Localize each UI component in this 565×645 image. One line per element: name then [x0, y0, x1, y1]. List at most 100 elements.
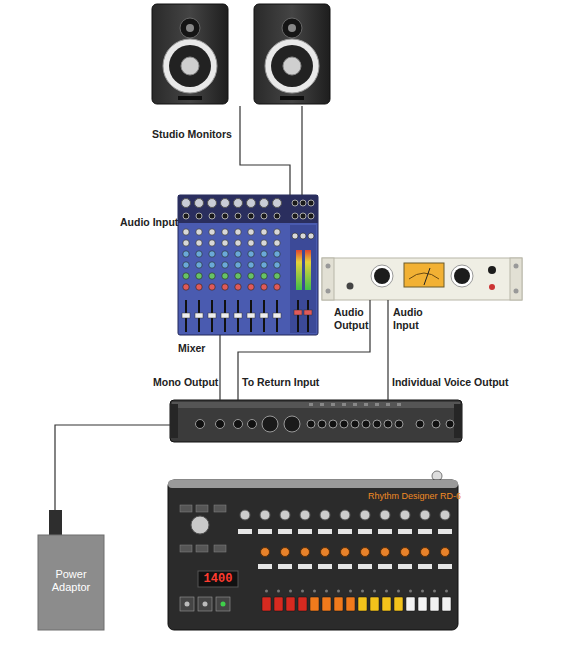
label-plate: [298, 564, 312, 569]
channel-knob: [261, 284, 267, 290]
vu-meter: [404, 263, 444, 287]
label-plate: [438, 564, 452, 569]
channel-knob: [235, 240, 241, 246]
step-led: [397, 590, 400, 593]
fader-cap: [195, 313, 203, 318]
master-knob: [292, 233, 298, 239]
label-plate: [318, 564, 332, 569]
step-button: [370, 597, 379, 611]
channel-knob: [274, 251, 280, 257]
channel-knob: [183, 273, 189, 279]
led-display: [198, 571, 238, 587]
channel-knob: [261, 262, 267, 268]
level-knob: [240, 510, 250, 520]
voice-output-jack: [329, 420, 337, 428]
xlr-input: [273, 199, 282, 208]
channel-knob: [222, 229, 228, 235]
rear-panel-illustration: [170, 400, 462, 442]
label-plate: [258, 564, 272, 569]
level-knob: [340, 510, 350, 520]
channel-knob: [248, 251, 254, 257]
fader-cap: [208, 313, 216, 318]
level-knob: [360, 510, 370, 520]
label-plate: [278, 529, 292, 534]
step-led: [313, 590, 316, 593]
xlr-input: [182, 199, 191, 208]
channel-knob: [274, 262, 280, 268]
master-knob: [300, 233, 306, 239]
device-label: Audio Output: [334, 306, 376, 332]
voice-output-jack: [362, 420, 370, 428]
output-jack: [292, 200, 298, 206]
step-button: [382, 597, 391, 611]
drum-machine-body: [168, 480, 458, 630]
level-knob: [320, 510, 330, 520]
end-cap: [170, 404, 178, 438]
label-plate: [418, 564, 432, 569]
fader-cap: [182, 313, 190, 318]
rack-ear: [510, 258, 522, 300]
label-plate: [418, 529, 432, 534]
fader-slot: [307, 300, 309, 332]
label-plate: [438, 529, 452, 534]
channel-knob: [183, 262, 189, 268]
end-cap: [454, 404, 462, 438]
function-button: [180, 505, 192, 512]
step-led: [265, 590, 268, 593]
tone-knob: [261, 548, 270, 557]
mixer-body: [178, 195, 318, 335]
level-knob: [260, 510, 270, 520]
step-led: [421, 590, 424, 593]
tone-knob: [401, 548, 410, 557]
voice-output-jack: [373, 420, 381, 428]
output-jack: [308, 213, 314, 219]
woofer-cone: [271, 45, 313, 87]
fader-cap: [273, 313, 281, 318]
xlr-input: [221, 199, 230, 208]
tone-knob: [441, 548, 450, 557]
label-plate: [398, 564, 412, 569]
label-plate: [358, 564, 372, 569]
rear-panel: Mono OutputTo Return InputIndividual Voi…: [170, 400, 462, 442]
transport-button: [216, 597, 230, 611]
fader-cap: [247, 313, 255, 318]
level-meter: [296, 250, 302, 290]
master-knob: [308, 233, 314, 239]
rack-screw: [326, 289, 331, 294]
step-led: [349, 590, 352, 593]
level-knob: [440, 510, 450, 520]
adaptor-box: [38, 535, 104, 630]
rack-screw: [514, 289, 519, 294]
step-led: [337, 590, 340, 593]
jack-socket: [196, 420, 205, 429]
device-label: Audio Input: [120, 216, 178, 229]
transport-button: [180, 597, 194, 611]
jack-socket: [216, 420, 225, 429]
channel-knob: [196, 251, 202, 257]
device-label: Mono Output: [153, 376, 223, 389]
mixer: Audio InputMixer: [178, 195, 318, 335]
step-led: [409, 590, 412, 593]
channel-knob: [261, 229, 267, 235]
step-button: [442, 597, 451, 611]
voice-output-jack: [351, 420, 359, 428]
voice-output-jack: [395, 420, 403, 428]
rear-panel-lip: [172, 402, 460, 408]
power-lamp: [489, 284, 495, 290]
channel-knob: [222, 251, 228, 257]
step-button: [358, 597, 367, 611]
line-input: [196, 213, 202, 219]
xlr-input: [195, 199, 204, 208]
step-button: [298, 597, 307, 611]
step-led: [361, 590, 364, 593]
panel-marking: [320, 403, 324, 406]
channel-knob: [209, 229, 215, 235]
channel-knob: [274, 240, 280, 246]
label-plate: [378, 529, 392, 534]
drum-machine: Rhythm Designer RD-61400: [168, 480, 458, 630]
tone-knob: [421, 548, 430, 557]
step-led: [373, 590, 376, 593]
tone-knob: [321, 548, 330, 557]
vu-scale: [409, 273, 439, 279]
channel-knob: [248, 229, 254, 235]
